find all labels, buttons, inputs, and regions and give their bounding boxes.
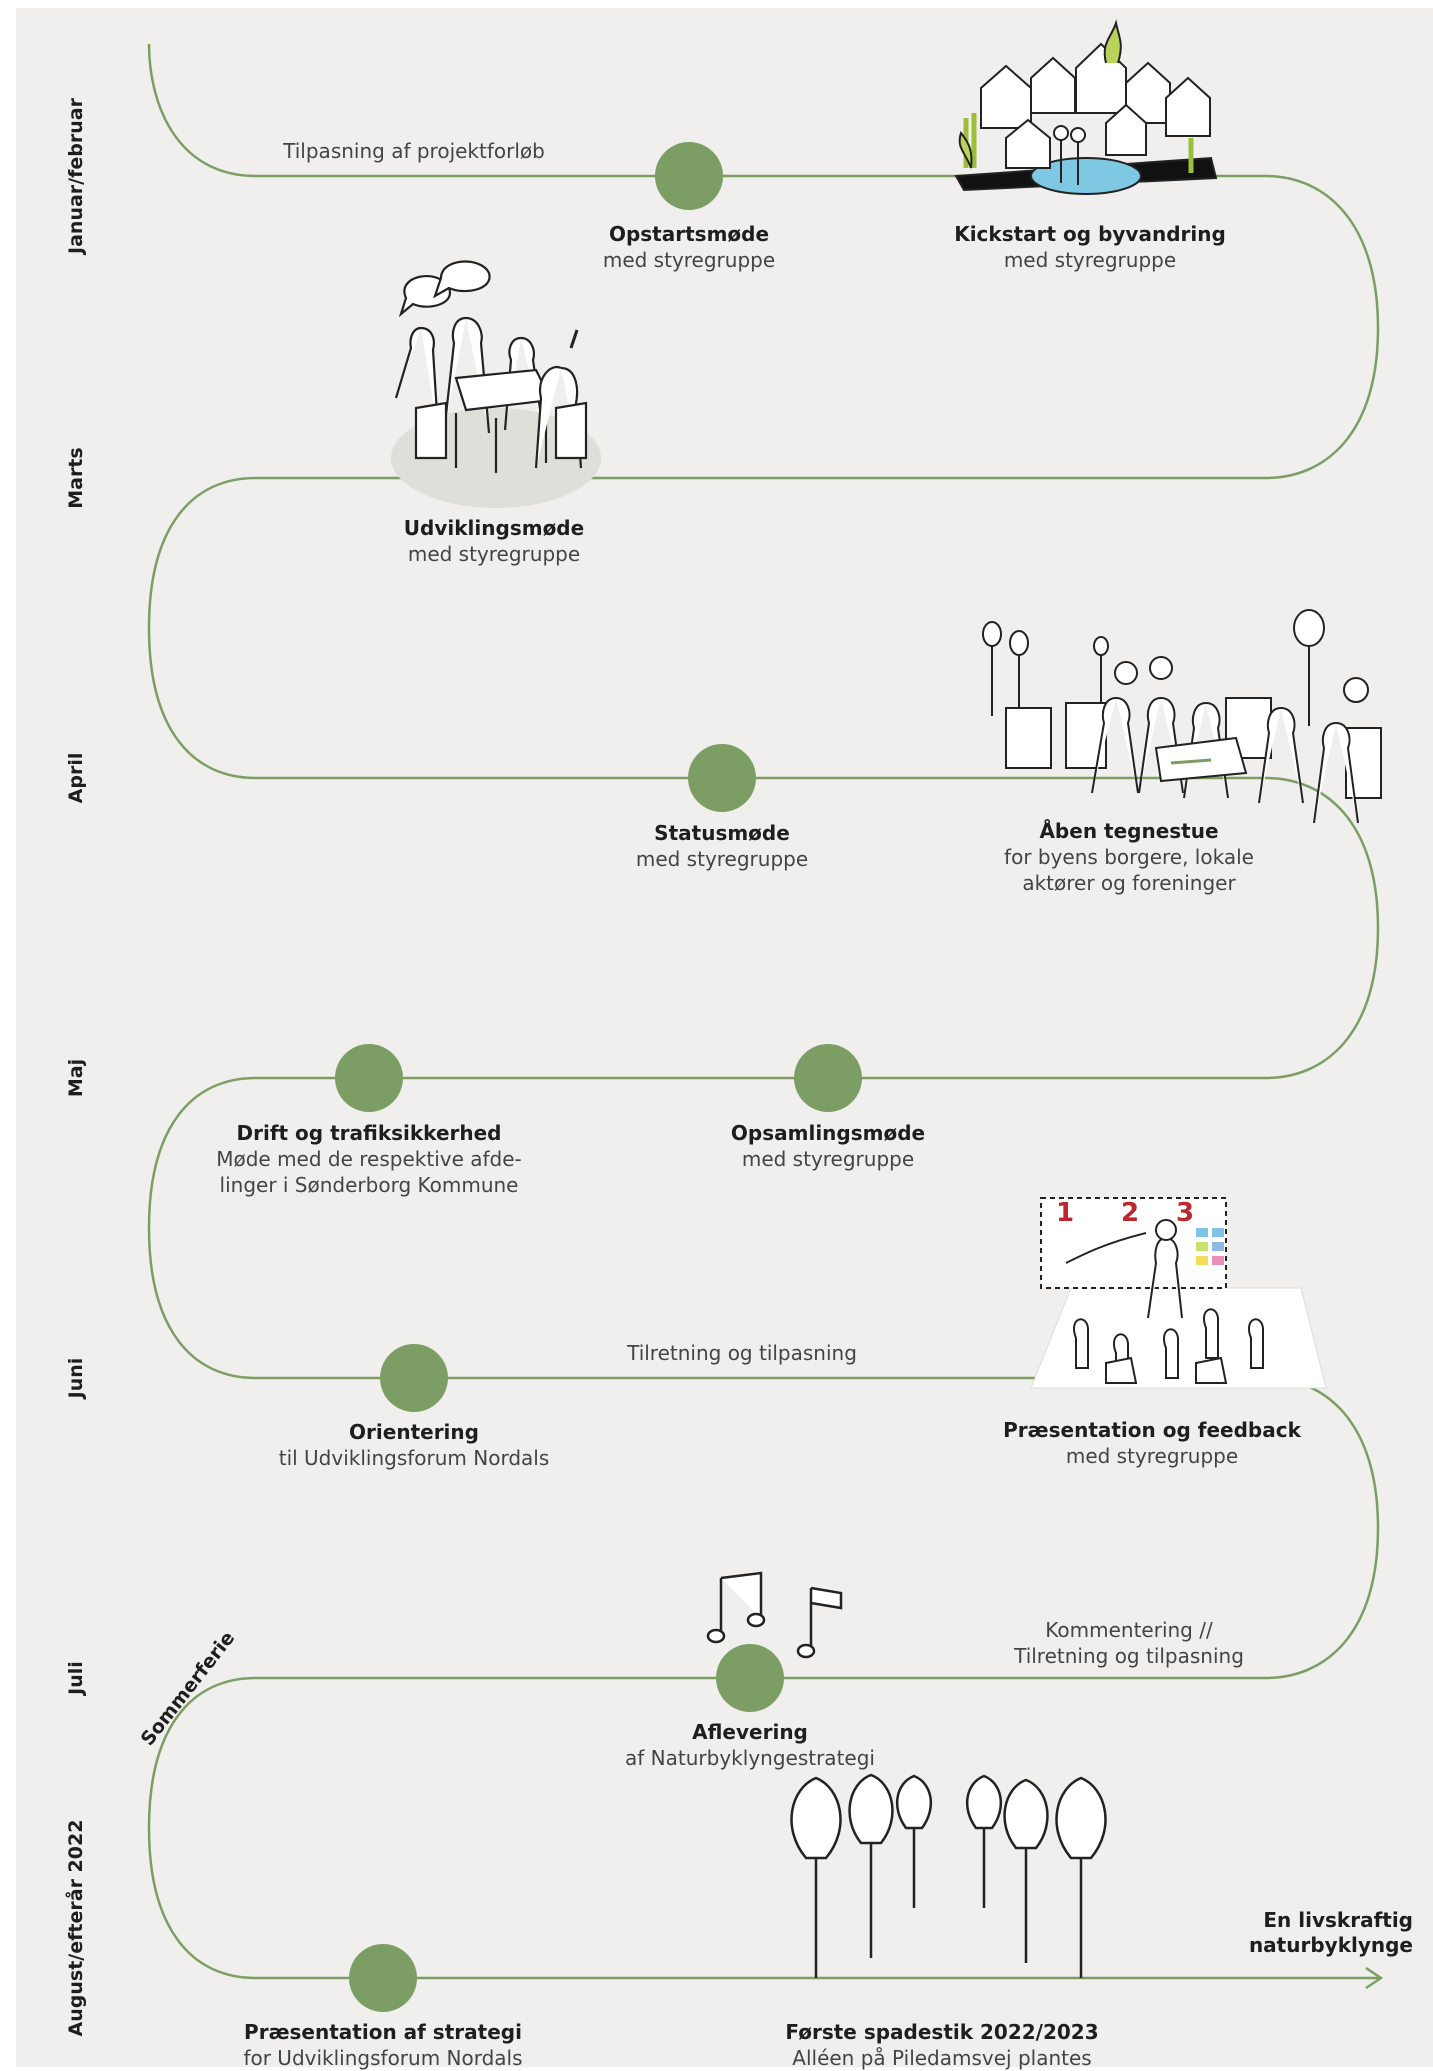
milestone-subtitle: med styregruppe <box>741 1147 915 1171</box>
milestone-title: Udviklingsmøde <box>403 516 585 540</box>
milestone-title: Drift og trafiksikkerhed <box>236 1121 502 1145</box>
timeline-canvas: Januar/februar Marts April Maj Juni Juli… <box>16 8 1433 2070</box>
milestone-title: Orientering <box>349 1420 479 1444</box>
month-label-juni: Juni <box>65 1357 87 1399</box>
month-label-maj: Maj <box>65 1058 87 1098</box>
milestone-dot-opsamling <box>794 1044 862 1112</box>
milestone-opstart: Opstartsmøde med styregruppe <box>603 221 775 273</box>
milestone-title: Statusmøde <box>654 821 790 845</box>
milestone-subtitle: til Udviklingsforum Nordals <box>278 1446 550 1470</box>
milestone-subtitle: med styregruppe <box>1003 248 1177 272</box>
town-illustration <box>954 19 1218 195</box>
milestone-orientering: Orientering til Udviklingsforum Nordals <box>279 1419 550 1471</box>
note-tilpasning: Tilpasning af projektforløb <box>283 139 545 163</box>
milestone-dot-opstart <box>655 142 723 210</box>
milestone-title: Præsentation og feedback <box>1003 1418 1301 1442</box>
final-goal: En livskraftig naturbyklynge <box>1249 1908 1413 1958</box>
milestone-dot-drift <box>335 1044 403 1112</box>
month-label-januar: Januar/februar <box>65 98 87 254</box>
milestone-status: Statusmøde med styregruppe <box>636 820 808 872</box>
milestone-title: Kickstart og byvandring <box>954 222 1226 246</box>
milestone-title: Første spadestik 2022/2023 <box>785 2020 1099 2044</box>
milestone-dot-aflevering <box>716 1644 784 1712</box>
milestone-title: Åben tegnestue <box>1039 819 1219 843</box>
milestone-aflevering: Aflevering af Naturbyklyngestrategi <box>625 1719 875 1771</box>
note-kommentering: Kommentering // Tilretning og tilpasning <box>1014 1617 1244 1669</box>
milestone-subtitle: Alléen på Piledamsvej plantes <box>792 2046 1092 2070</box>
music-notes-icon <box>706 1571 843 1659</box>
milestone-subtitle: med styregruppe <box>1065 1444 1239 1468</box>
milestone-title: Opstartsmøde <box>608 222 770 246</box>
milestone-drift: Drift og trafiksikkerhed Møde med de res… <box>216 1120 522 1198</box>
milestone-subtitle: med styregruppe <box>635 847 809 871</box>
milestone-subtitle-line1: for byens borgere, lokale <box>1004 845 1254 869</box>
milestone-kickstart: Kickstart og byvandring med styregruppe <box>954 221 1226 273</box>
board-number-3: 3 <box>1176 1198 1195 1228</box>
milestone-subtitle-line2: linger i Sønderborg Kommune <box>219 1173 519 1197</box>
workshop-illustration <box>982 609 1382 824</box>
presentation-illustration <box>1030 1197 1327 1389</box>
milestone-subtitle: med styregruppe <box>602 248 776 272</box>
milestone-dot-praesentation-strategi <box>349 1944 417 2012</box>
milestone-title: Opsamlingsmøde <box>730 1121 926 1145</box>
month-label-marts: Marts <box>65 447 87 509</box>
note-kommentering-line1: Kommentering // <box>1045 1618 1213 1642</box>
month-label-august: August/efterår 2022 <box>65 1819 87 2037</box>
milestone-subtitle: af Naturbyklyngestrategi <box>625 1746 875 1770</box>
milestone-dot-status <box>688 744 756 812</box>
milestone-spadestik: Første spadestik 2022/2023 Alléen på Pil… <box>785 2019 1098 2071</box>
milestone-opsamling: Opsamlingsmøde med styregruppe <box>731 1120 925 1172</box>
trees-illustration <box>790 1773 1107 1978</box>
milestone-praesentation-feedback: Præsentation og feedback med styregruppe <box>1003 1417 1301 1469</box>
milestone-subtitle-line2: aktører og foreninger <box>1022 871 1236 895</box>
arrow-head-icon <box>1365 1966 1384 1990</box>
milestone-praesentation-strategi: Præsentation af strategi for Udviklingsf… <box>243 2019 522 2071</box>
board-number-2: 2 <box>1121 1198 1140 1228</box>
milestone-subtitle-line1: Møde med de respektive afde- <box>216 1147 522 1171</box>
final-goal-line2: naturbyklynge <box>1248 1933 1413 1957</box>
note-tilretning: Tilretning og tilpasning <box>627 1341 857 1365</box>
milestone-subtitle: for Udviklingsforum Nordals <box>243 2046 523 2070</box>
note-kommentering-line2: Tilretning og tilpasning <box>1014 1644 1244 1668</box>
month-label-juli: Juli <box>65 1661 87 1695</box>
milestone-udvikling: Udviklingsmøde med styregruppe <box>404 515 584 567</box>
milestone-title: Aflevering <box>692 1720 808 1744</box>
milestone-subtitle: med styregruppe <box>407 542 581 566</box>
final-goal-line1: En livskraftig <box>1263 1908 1413 1932</box>
milestone-dot-orientering <box>380 1344 448 1412</box>
milestone-title: Præsentation af strategi <box>244 2020 522 2044</box>
timeline-track <box>147 19 1384 1990</box>
month-label-april: April <box>65 752 87 804</box>
meeting-illustration <box>391 260 601 508</box>
milestone-aaben: Åben tegnestue for byens borgere, lokale… <box>1004 818 1254 896</box>
board-number-1: 1 <box>1056 1198 1075 1228</box>
